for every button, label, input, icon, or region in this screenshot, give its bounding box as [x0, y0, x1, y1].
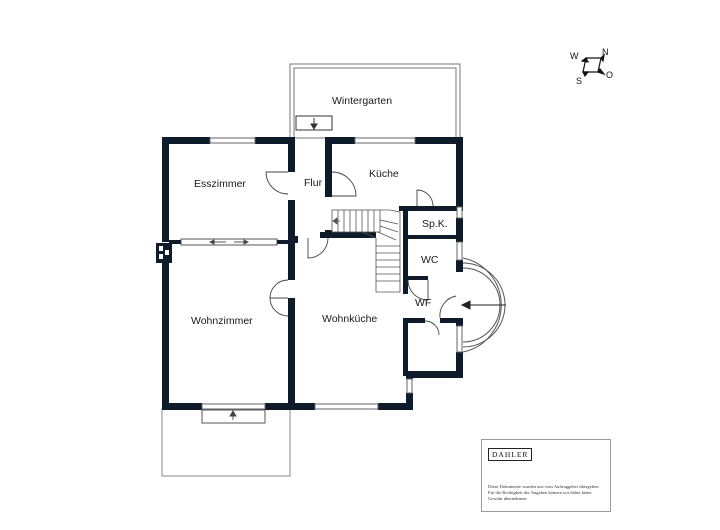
staircase — [331, 209, 401, 293]
entrance-arrow — [460, 300, 506, 310]
disclaimer-box: DAHLER Diese Dokumente wurden uns vom Au… — [481, 439, 611, 512]
windows — [201, 137, 463, 410]
chimney-detail — [159, 246, 169, 259]
compass-label-n: N — [602, 47, 609, 57]
room-label-wc: WC — [421, 254, 439, 266]
compass-label-o: O — [606, 70, 614, 80]
room-label-spk: Sp.K. — [422, 218, 448, 230]
exterior-walls — [156, 137, 463, 410]
compass-icon — [580, 53, 606, 78]
company-logo: DAHLER — [488, 448, 533, 461]
room-label-wohnzimmer: Wohnzimmer — [191, 315, 253, 327]
disclaimer-text: Diese Dokumente wurden uns vom Auftragge… — [488, 484, 600, 501]
room-label-flur: Flur — [304, 177, 323, 189]
compass-label-s: S — [576, 76, 583, 86]
compass-label-w: W — [570, 51, 579, 61]
terrace-door — [201, 409, 266, 424]
terrace-outline — [161, 407, 291, 477]
room-label-wf: WF — [415, 297, 432, 309]
room-label-wintergarten: Wintergarten — [332, 95, 393, 107]
room-label-kueche: Küche — [369, 168, 399, 180]
room-label-esszimmer: Esszimmer — [194, 178, 246, 190]
door-swings — [265, 171, 457, 336]
room-label-wohnkueche: Wohnküche — [322, 313, 378, 325]
sliding-door — [180, 238, 278, 246]
wintergarten-door — [295, 115, 333, 131]
